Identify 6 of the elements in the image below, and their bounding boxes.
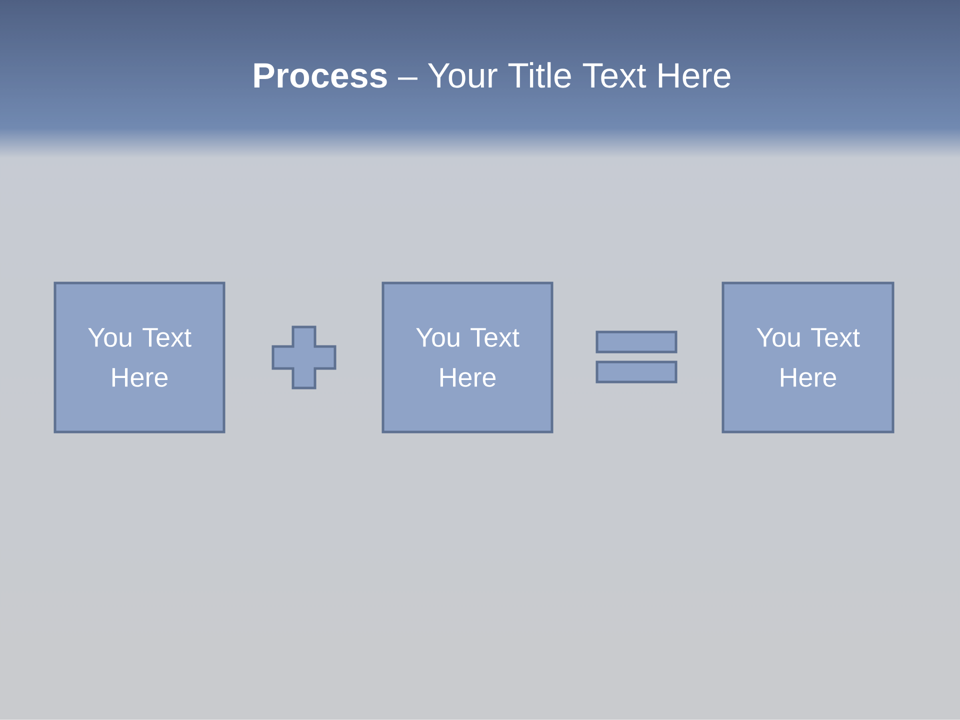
text-box: You Text Here bbox=[54, 282, 226, 434]
text-box: You Text Here bbox=[382, 282, 554, 434]
plus-sign bbox=[272, 326, 336, 390]
text-box: You Text Here bbox=[722, 282, 894, 434]
title: Process – Your Title Text Here bbox=[254, 62, 730, 88]
equals-sign bbox=[596, 330, 678, 384]
